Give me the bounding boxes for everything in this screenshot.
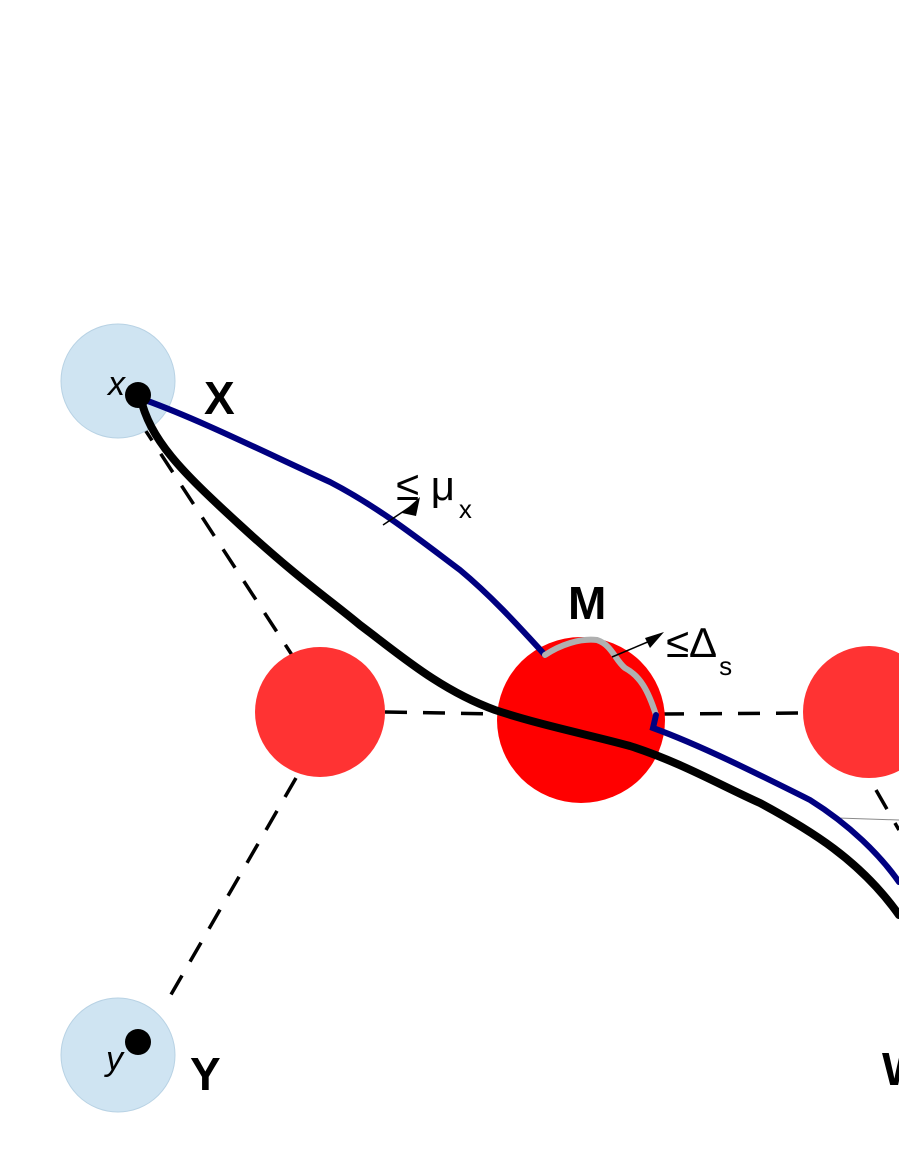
left-node — [255, 647, 385, 777]
node-m-label: M — [568, 577, 606, 629]
gray-segment — [542, 636, 659, 718]
right-node — [803, 646, 899, 778]
point-y-dot — [125, 1029, 151, 1055]
mu-bound-symbol: ≤ μ — [396, 462, 455, 509]
point-x-dot — [125, 382, 151, 408]
delta-pointer-arrow — [645, 632, 664, 648]
delta-bound-label: ≤Δs — [666, 619, 732, 681]
edge-right-node-w — [874, 789, 899, 831]
edge-m-right-node — [661, 711, 806, 716]
navy-path-from-m — [649, 712, 899, 885]
point-y-label: y — [104, 1040, 125, 1078]
dashed-edges — [138, 421, 899, 1006]
navy-path-to-m — [142, 397, 548, 658]
black-path — [136, 392, 899, 919]
edge-x-left-node — [138, 421, 294, 656]
terminal-y-circle — [60, 997, 176, 1113]
node-x-label: X — [204, 372, 235, 424]
point-x-label: x — [106, 365, 126, 403]
edge-left-node-m — [384, 710, 499, 716]
mu-bound-subscript: x — [459, 494, 472, 524]
delta-pointer-line — [611, 640, 651, 658]
hub-node-m — [497, 637, 665, 803]
mu-pointer-arrow — [402, 497, 420, 516]
delta-bound-symbol: ≤Δ — [666, 619, 717, 666]
node-y-label: Y — [190, 1048, 221, 1100]
edge-left-node-y — [163, 777, 298, 1006]
delta-bound-subscript: s — [719, 651, 732, 681]
leader-line-right — [837, 817, 899, 821]
node-w-label: W — [882, 1043, 899, 1095]
